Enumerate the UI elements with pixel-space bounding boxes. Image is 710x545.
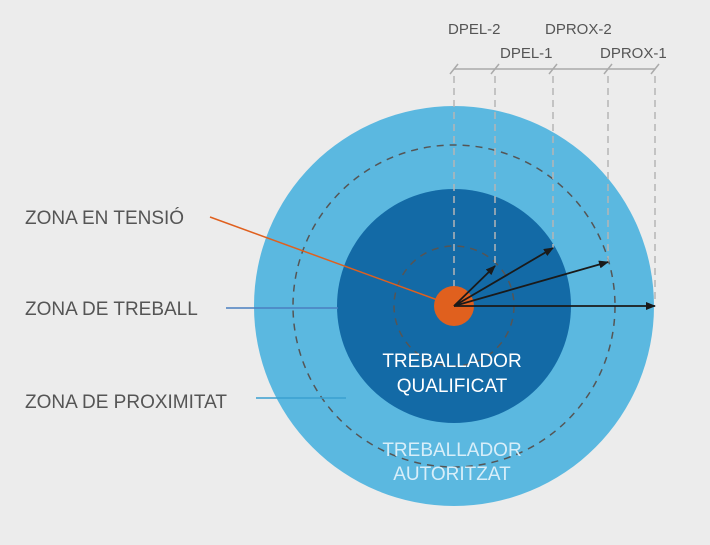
arrow-dpel-2	[453, 265, 496, 307]
arrow-dpel-1	[453, 247, 554, 307]
label-dpel-2: DPEL-2	[448, 21, 501, 38]
distance-arrows	[453, 247, 656, 310]
label-zona-treball: ZONA DE TREBALL	[25, 299, 198, 320]
qualified-worker-line2: QUALIFICAT	[397, 376, 508, 397]
tension-leader-line	[209, 216, 455, 307]
label-zona-proximitat: ZONA DE PROXIMITAT	[25, 392, 227, 413]
label-zona-tensio: ZONA EN TENSIÓ	[25, 207, 184, 229]
guide-lines	[453, 76, 656, 304]
label-dprox-1: DPROX-1	[600, 45, 667, 62]
label-dpel-1: DPEL-1	[500, 45, 553, 62]
authorized-worker-line1: TREBALLADOR	[382, 440, 521, 461]
arrow-dprox-2	[453, 260, 609, 307]
qualified-worker-line1: TREBALLADOR	[382, 351, 521, 372]
dimension-bar	[449, 63, 660, 75]
label-dprox-2: DPROX-2	[545, 21, 612, 38]
authorized-worker-line2: AUTORITZAT	[393, 464, 511, 485]
